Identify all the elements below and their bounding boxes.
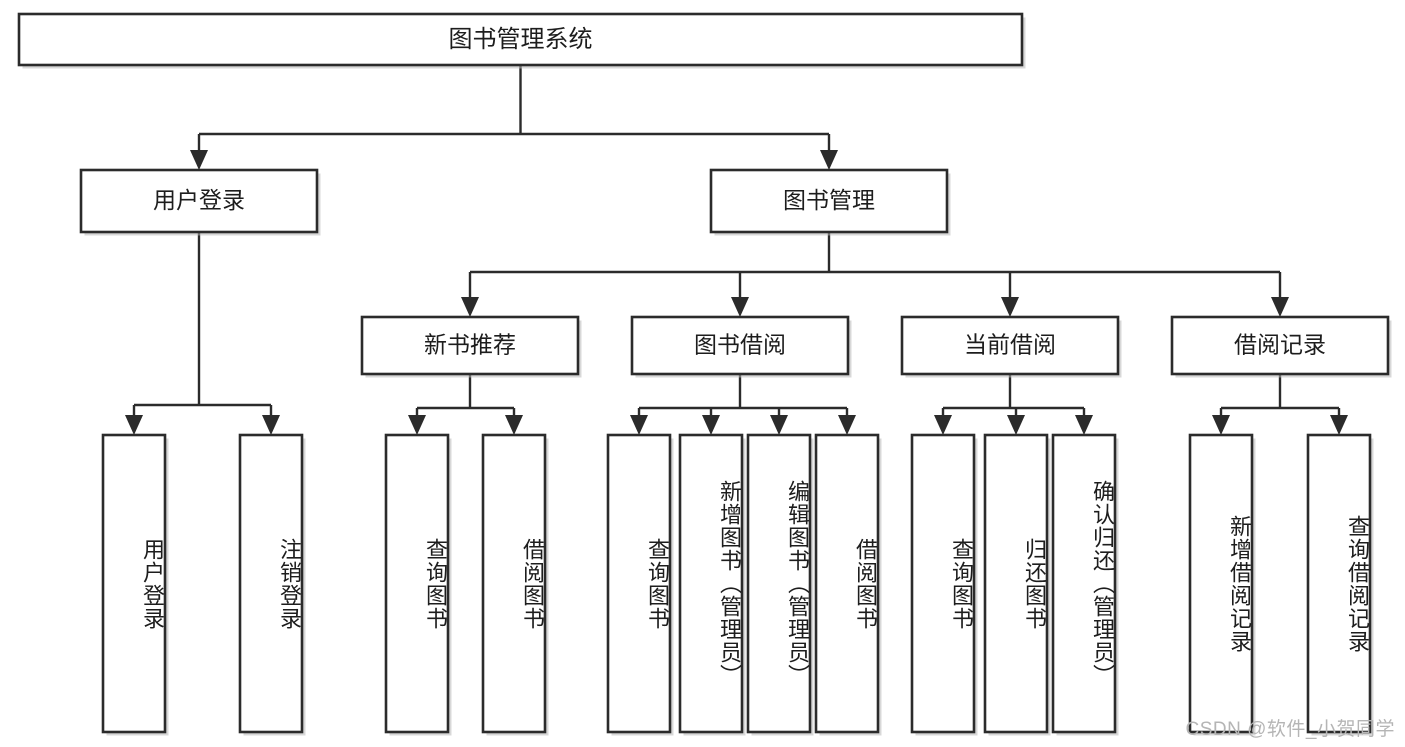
node-level3-0-rect[interactable] [360, 315, 580, 376]
boxes-layer [17, 12, 1392, 736]
conn-root-arrow-0 [190, 150, 208, 170]
node-leaf-11-rect[interactable] [1188, 433, 1254, 734]
conn-borrow-arrow-3 [838, 415, 856, 435]
node-level2-0-rect[interactable] [79, 168, 319, 234]
node-root[interactable] [17, 12, 1026, 69]
conn-books-arrow-3 [1271, 297, 1289, 317]
conn-books-arrow-2 [1001, 297, 1019, 317]
node-root-rect[interactable] [17, 12, 1024, 67]
node-level2-label-0: 用户登录 [153, 187, 245, 213]
conn-record-arrow-1 [1330, 415, 1348, 435]
conn-root-arrow-1 [820, 150, 838, 170]
node-level3-3[interactable] [1170, 315, 1392, 378]
node-level2-1-rect[interactable] [709, 168, 949, 234]
conn-books-arrow-0 [461, 297, 479, 317]
conn-borrow-arrow-2 [770, 415, 788, 435]
node-leaf-4[interactable] [606, 433, 674, 736]
node-leaf-0-rect[interactable] [101, 433, 167, 734]
conn-newbook-arrow-1 [505, 415, 523, 435]
node-leaf-9[interactable] [983, 433, 1051, 736]
node-level3-1[interactable] [630, 315, 852, 378]
conn-current-arrow-2 [1075, 415, 1093, 435]
watermark-text: CSDN @软件_小贺同学 [1185, 719, 1395, 740]
node-leaf-6-rect[interactable] [746, 433, 812, 734]
node-leaf-10[interactable] [1051, 433, 1119, 736]
node-level3-0[interactable] [360, 315, 582, 378]
node-leaf-5[interactable] [678, 433, 746, 736]
conn-borrow-arrow-1 [702, 415, 720, 435]
conn-books-arrow-1 [731, 297, 749, 317]
node-level2-0[interactable] [79, 168, 321, 236]
node-level3-label-3: 借阅记录 [1234, 332, 1326, 358]
node-leaf-10-rect[interactable] [1051, 433, 1117, 734]
node-leaf-7[interactable] [814, 433, 882, 736]
node-level3-label-0: 新书推荐 [424, 332, 516, 358]
node-leaf-2-rect[interactable] [384, 433, 450, 734]
node-level3-1-rect[interactable] [630, 315, 850, 376]
node-leaf-5-rect[interactable] [678, 433, 744, 734]
node-leaf-2[interactable] [384, 433, 452, 736]
node-level2-label-1: 图书管理 [783, 187, 875, 213]
node-leaf-8[interactable] [910, 433, 978, 736]
node-leaf-1-rect[interactable] [238, 433, 304, 734]
node-leaf-8-rect[interactable] [910, 433, 976, 734]
node-level3-label-2: 当前借阅 [964, 332, 1056, 358]
node-root-label: 图书管理系统 [449, 26, 593, 53]
node-leaf-11[interactable] [1188, 433, 1256, 736]
node-leaf-7-rect[interactable] [814, 433, 880, 734]
conn-current-arrow-0 [934, 415, 952, 435]
node-level3-2-rect[interactable] [900, 315, 1120, 376]
node-leaf-12[interactable] [1306, 433, 1374, 736]
node-leaf-0[interactable] [101, 433, 169, 736]
node-leaf-6[interactable] [746, 433, 814, 736]
node-level3-3-rect[interactable] [1170, 315, 1390, 376]
node-leaf-4-rect[interactable] [606, 433, 672, 734]
node-level2-1[interactable] [709, 168, 951, 236]
node-level3-2[interactable] [900, 315, 1122, 378]
node-leaf-3[interactable] [481, 433, 549, 736]
node-leaf-9-rect[interactable] [983, 433, 1049, 734]
conn-borrow-arrow-0 [630, 415, 648, 435]
node-leaf-1[interactable] [238, 433, 306, 736]
node-leaf-3-rect[interactable] [481, 433, 547, 734]
conn-record-arrow-0 [1212, 415, 1230, 435]
conn-login-arrow-1 [262, 415, 280, 435]
conn-login-arrow-0 [125, 415, 143, 435]
connectors-layer [125, 65, 1348, 435]
node-leaf-12-rect[interactable] [1306, 433, 1372, 734]
conn-newbook-arrow-0 [408, 415, 426, 435]
conn-current-arrow-1 [1007, 415, 1025, 435]
node-level3-label-1: 图书借阅 [694, 332, 786, 358]
